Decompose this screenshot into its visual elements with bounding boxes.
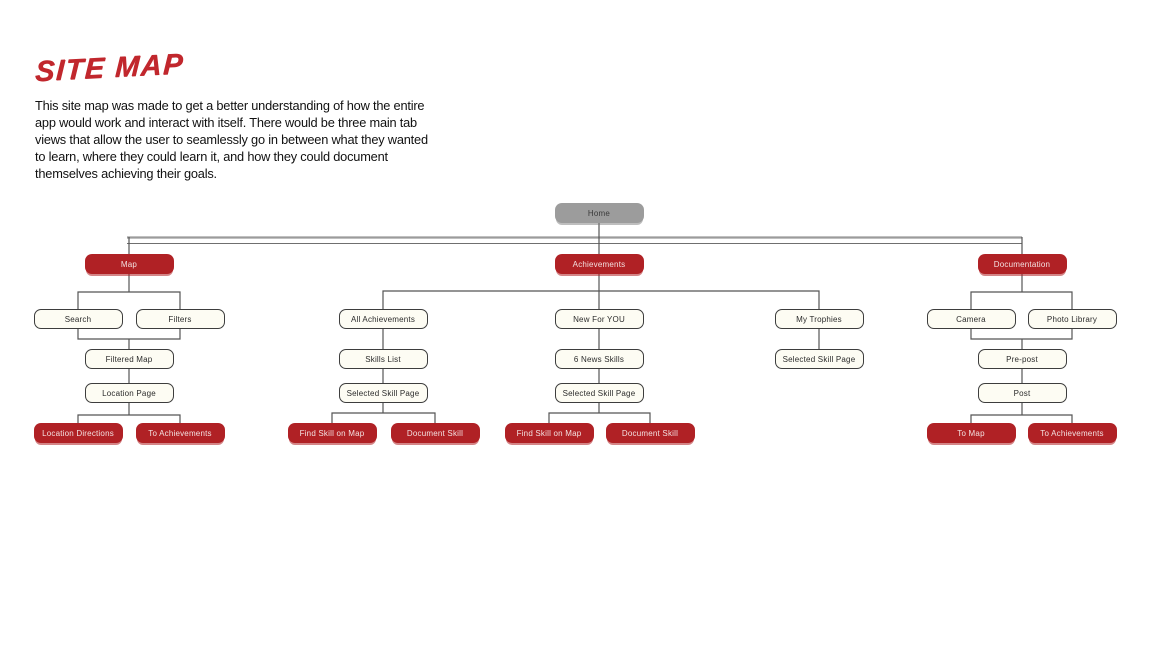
node-camera: Camera [926,309,1016,329]
node-photo-library: Photo Library [1027,309,1117,329]
node-map: Map [84,254,174,274]
node-documentation: Documentation [977,254,1067,274]
node-skills-list: Skills List [338,349,428,369]
node-selected-skill-page-1: Selected Skill Page [338,383,428,403]
node-to-achievements-doc: To Achievements [1027,423,1117,443]
node-my-trophies: My Trophies [774,309,864,329]
node-selected-skill-page-2: Selected Skill Page [554,383,644,403]
node-location-directions: Location Directions [33,423,123,443]
node-filtered-map: Filtered Map [84,349,174,369]
node-filters: Filters [135,309,225,329]
page-description: This site map was made to get a better u… [35,98,428,181]
node-achievements: Achievements [554,254,644,274]
node-search: Search [33,309,123,329]
node-document-skill-2: Document Skill [605,423,695,443]
node-6-news-skills: 6 News Skills [554,349,644,369]
node-to-achievements-map: To Achievements [135,423,225,443]
node-find-skill-on-map-1: Find Skill on Map [287,423,377,443]
node-find-skill-on-map-2: Find Skill on Map [504,423,594,443]
node-home: Home [554,203,644,223]
node-location-page: Location Page [84,383,174,403]
node-pre-post: Pre-post [977,349,1067,369]
node-to-map: To Map [926,423,1016,443]
node-selected-skill-page-trophies: Selected Skill Page [774,349,864,369]
node-new-for-you: New For YOU [554,309,644,329]
node-all-achievements: All Achievements [338,309,428,329]
node-document-skill-1: Document Skill [390,423,480,443]
node-post: Post [977,383,1067,403]
